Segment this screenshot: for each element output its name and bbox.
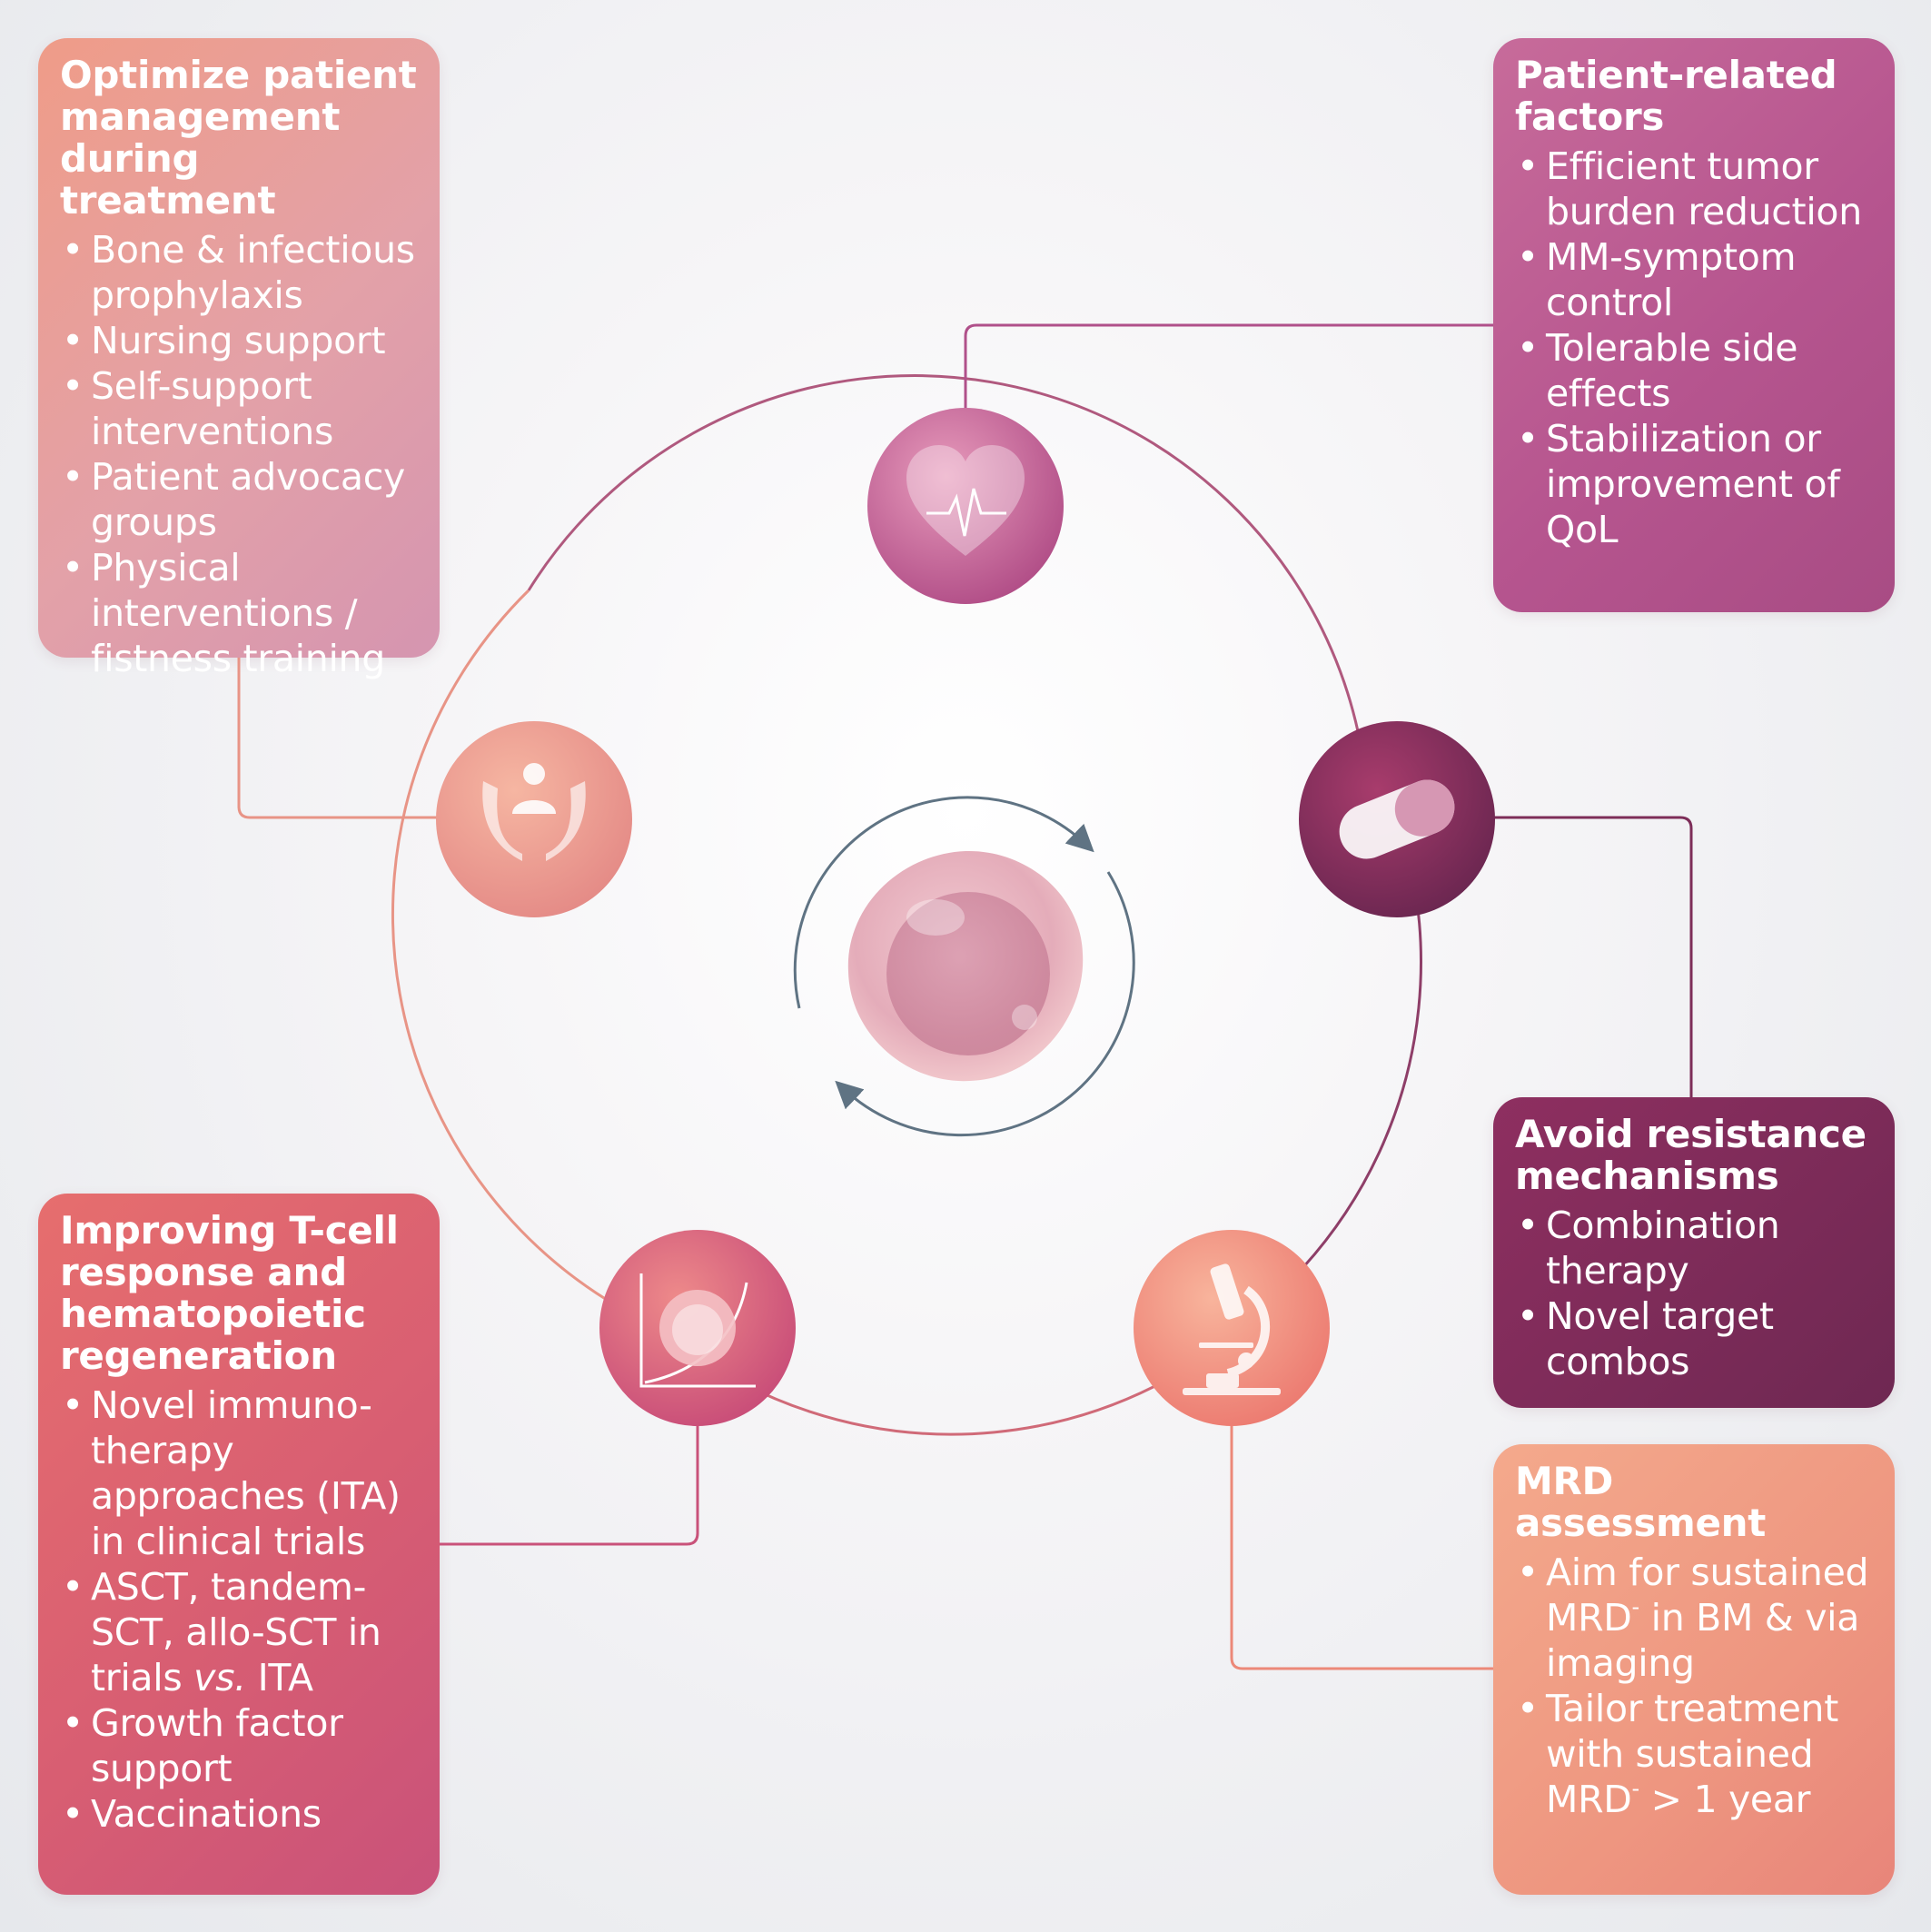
myeloma-cell-icon — [847, 850, 1084, 1082]
list-item: Tolerable side effects — [1515, 325, 1875, 416]
ring-arc-bottom — [659, 1266, 1305, 1436]
card-title: Improving T-cell response and hematopoie… — [60, 1208, 399, 1378]
card-title: Patient-related factors — [1515, 53, 1837, 139]
list-item: Novel immuno-therapy approaches (ITA) in… — [60, 1382, 420, 1564]
card-title: Optimize patient management during treat… — [60, 53, 417, 223]
connector-microscope — [1230, 1426, 1493, 1670]
cycle-arrow-bottom — [835, 871, 1135, 1137]
list-item: Aim for sustained MRD- in BM & via imagi… — [1515, 1550, 1875, 1686]
pill-capsule-icon — [1339, 779, 1455, 859]
microscope-node — [1134, 1230, 1330, 1426]
list-item: ASCT, tandem-SCT, allo-SCT in trials vs.… — [60, 1564, 420, 1700]
list-item: Nursing support — [60, 318, 420, 363]
connector-hands — [237, 658, 438, 819]
inner-cycle — [793, 796, 1135, 1137]
connector-heart — [964, 323, 1493, 409]
card-mrd-assessment: MRD assessment Aim for sustained MRD- in… — [1493, 1444, 1895, 1895]
hands-person-icon — [482, 763, 586, 861]
list-item: Bone & infectious prophylaxis — [60, 227, 420, 318]
bullet-list: Combination therapy Novel target combos — [1515, 1203, 1875, 1384]
list-item: Vaccinations — [60, 1791, 420, 1837]
connectors — [237, 323, 1693, 1670]
ring-arc-top — [527, 374, 1360, 732]
card-patient-factors: Patient-related factors Efficient tumor … — [1493, 38, 1895, 612]
card-optimize-management: Optimize patient management during treat… — [38, 38, 440, 680]
bullet-list: Aim for sustained MRD- in BM & via imagi… — [1515, 1550, 1875, 1822]
outer-ring — [391, 374, 1422, 1436]
hands-node — [436, 721, 632, 917]
bullet-list: Efficient tumor burden reduction MM-symp… — [1515, 144, 1875, 552]
list-item: Combination therapy — [1515, 1203, 1875, 1293]
card-avoid-resistance: Avoid resistance mechanisms Combination … — [1493, 1097, 1895, 1408]
list-item: Growth factor support — [60, 1700, 420, 1791]
microscope-icon — [1183, 1263, 1281, 1395]
heart-node — [867, 408, 1064, 604]
list-item: Novel target combos — [1515, 1293, 1875, 1384]
list-item: Self-support interventions — [60, 363, 420, 454]
list-item: Stabilization or improvement of QoL — [1515, 416, 1875, 552]
bullet-list: Bone & infectious prophylaxis Nursing su… — [60, 227, 420, 681]
list-item: Tailor treatment with sustained MRD- > 1… — [1515, 1686, 1875, 1822]
list-item: Physical interventions / fistness traini… — [60, 545, 420, 681]
connector-chart — [440, 1415, 699, 1546]
card-title: MRD assessment — [1515, 1459, 1767, 1545]
list-item: Efficient tumor burden reduction — [1515, 144, 1875, 234]
chart-node — [599, 1230, 796, 1426]
heart-pulse-icon — [906, 445, 1025, 556]
connector-pill — [1494, 816, 1693, 1097]
ring-arc-right — [1302, 730, 1422, 1269]
card-title: Avoid resistance mechanisms — [1515, 1112, 1867, 1198]
cycle-arrow-top — [793, 796, 1094, 1009]
bullet-list: Novel immuno-therapy approaches (ITA) in… — [60, 1382, 420, 1837]
growth-chart-cell-icon — [639, 1273, 756, 1388]
pill-node — [1299, 721, 1495, 917]
card-tcell-response: Improving T-cell response and hematopoie… — [38, 1194, 440, 1895]
list-item: Patient advocacy groups — [60, 454, 420, 545]
list-item: MM-symptom control — [1515, 234, 1875, 325]
